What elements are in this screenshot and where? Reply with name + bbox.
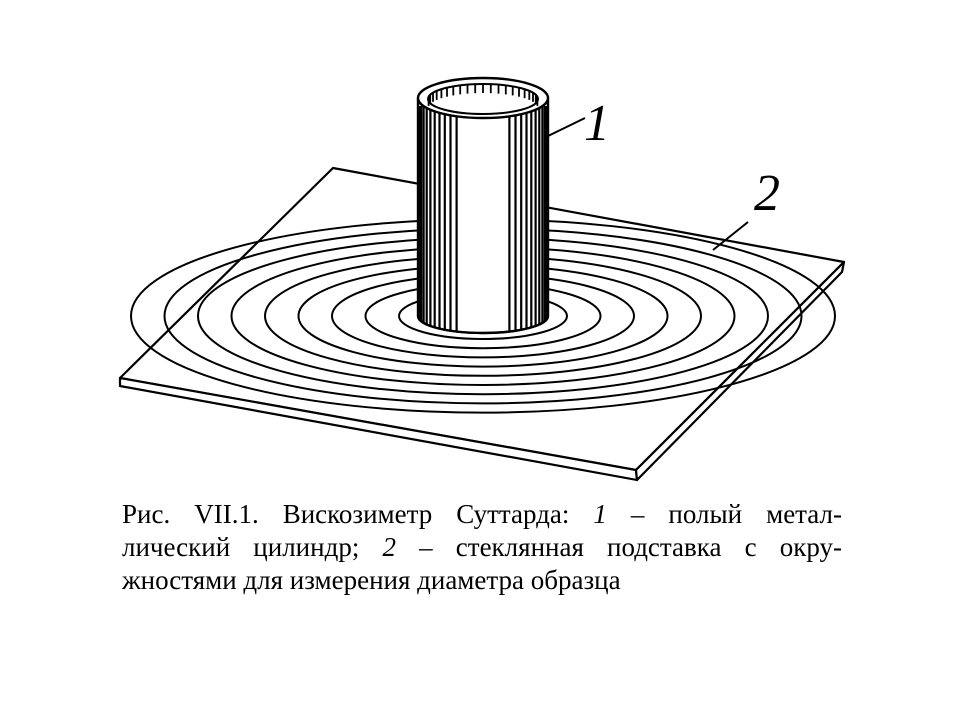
caption-number-2: 2 (382, 532, 396, 562)
figure-caption: Рис. VII.1. Вискозиметр Суттарда: 1 – по… (122, 498, 842, 597)
caption-line-2: лический цилиндр; 2 – стеклянная подстав… (122, 531, 842, 564)
leader-line-1 (547, 117, 586, 137)
label-plate: 2 (754, 165, 780, 222)
caption-line-3: жностями для измерения диаметра образца (122, 564, 842, 597)
caption-text-1: – полый метал- (606, 499, 842, 529)
label-cylinder: 1 (584, 95, 610, 152)
metal-cylinder (416, 76, 550, 335)
caption-line-1: Рис. VII.1. Вискозиметр Суттарда: 1 – по… (122, 498, 842, 531)
caption-text-3: жностями для измерения диаметра образца (122, 565, 621, 595)
cylinder-inner-wall (427, 84, 539, 106)
caption-text-2a: лический цилиндр; (122, 532, 383, 562)
cylinder-flutes (417, 106, 549, 332)
caption-prefix: Рис. VII.1. Вискозиметр Суттарда: (122, 499, 594, 529)
caption-text-2b: – стеклянная подставка с окру- (395, 532, 843, 562)
caption-number-1: 1 (593, 499, 607, 529)
leader-line-2 (712, 221, 749, 251)
